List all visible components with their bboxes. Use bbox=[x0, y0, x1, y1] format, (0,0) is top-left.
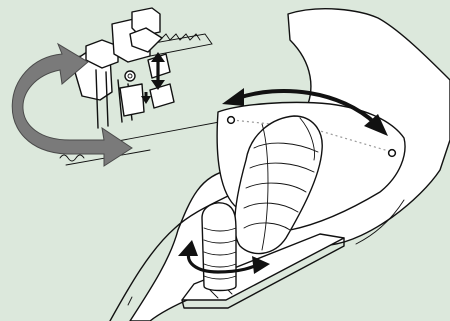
pivot-point-icon bbox=[228, 117, 235, 124]
mechanism-detail bbox=[12, 8, 230, 166]
pivot-point-icon bbox=[389, 150, 396, 157]
